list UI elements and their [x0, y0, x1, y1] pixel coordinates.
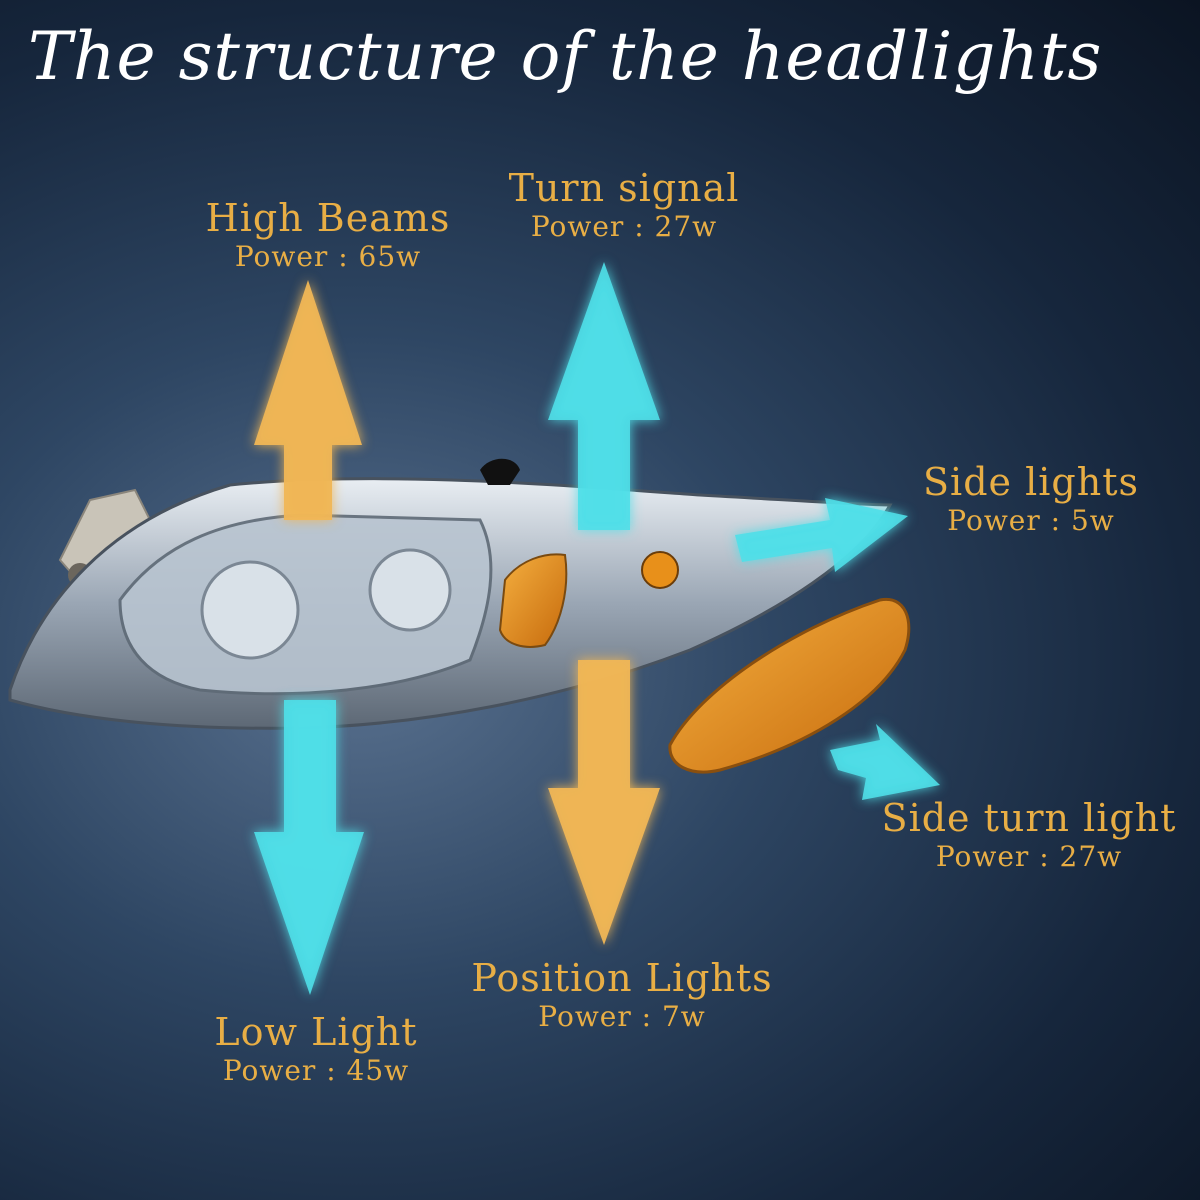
position-lights-name: Position Lights — [471, 956, 773, 1000]
low-light-power: Power : 45w — [222, 1054, 410, 1087]
turn-signal-power: Power : 27w — [530, 210, 718, 243]
side-marker-lens — [668, 597, 911, 774]
side-lights-power: Power : 5w — [947, 504, 1115, 537]
side-lights-name: Side lights — [923, 460, 1139, 504]
headlight-assembly — [8, 458, 893, 730]
side-turn-light-power: Power : 27w — [935, 840, 1123, 873]
low-light-name: Low Light — [214, 1010, 418, 1054]
side-turn-light-label: Side turn light Power : 27w — [864, 796, 1194, 874]
side-turn-light-name: Side turn light — [881, 796, 1177, 840]
high-beams-power: Power : 65w — [234, 240, 422, 273]
high-beams-name: High Beams — [205, 196, 451, 240]
turn-signal-arrow — [548, 262, 660, 530]
position-lights-arrow — [548, 660, 660, 945]
low-light-label: Low Light Power : 45w — [186, 1010, 446, 1088]
turn-signal-name: Turn signal — [508, 166, 740, 210]
high-beams-label: High Beams Power : 65w — [188, 196, 468, 274]
page-title: The structure of the headlights — [28, 18, 1103, 95]
turn-signal-lens — [498, 553, 568, 648]
side-lights-label: Side lights Power : 5w — [896, 460, 1166, 538]
position-lights-label: Position Lights Power : 7w — [452, 956, 792, 1034]
side-turn-light-arrow — [830, 724, 940, 800]
low-light-arrow — [254, 700, 364, 995]
side-lights-arrow — [735, 498, 908, 572]
turn-signal-label: Turn signal Power : 27w — [484, 166, 764, 244]
position-lights-power: Power : 7w — [538, 1000, 706, 1033]
high-beams-arrow — [254, 280, 362, 520]
